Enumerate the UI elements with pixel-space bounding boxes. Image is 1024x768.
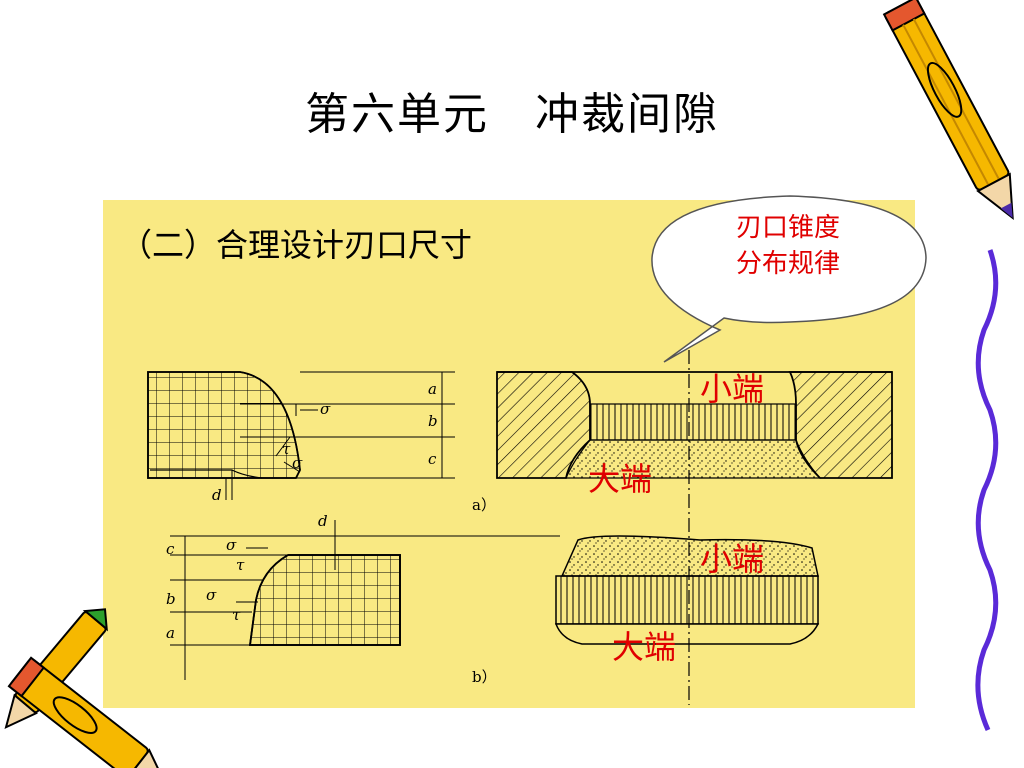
fig-b-caption: b） — [472, 668, 497, 686]
tau-label-a: τ — [282, 440, 291, 458]
fig-a-grid-block — [147, 371, 301, 479]
sigma-label-a2: σ — [292, 454, 303, 472]
fig-a-left-annotations — [225, 371, 455, 500]
dim-d-label-b: d — [318, 512, 328, 530]
fig-b-grid-block — [248, 554, 401, 646]
slide-title: 第六单元 冲裁间隙 — [305, 89, 719, 140]
dim-a-label: a — [428, 380, 437, 398]
fig-b-left-annotations — [170, 520, 560, 680]
fig-b-big-end-label: 大端 — [612, 628, 677, 666]
section-subtitle: （二）合理设计刃口尺寸 — [120, 226, 473, 264]
tau-label-b1: τ — [236, 556, 245, 574]
dim-b-label: b — [428, 412, 438, 430]
callout-bubble — [651, 195, 927, 363]
wavy-border — [975, 249, 999, 732]
dim-a-label-b: a — [166, 624, 175, 642]
fig-a-die-section — [496, 371, 893, 479]
fig-b-small-end-label: 小端 — [700, 540, 765, 578]
callout-text: 刃口锥度 分布规律 — [693, 210, 883, 282]
dim-d-label-a: d — [212, 486, 222, 504]
fig-b-slug-section — [554, 535, 820, 645]
fig-a-small-end-label: 小端 — [700, 370, 765, 408]
sigma-label-b2: σ — [206, 586, 217, 604]
dim-b-label-b: b — [166, 590, 176, 608]
pencil-icon — [882, 0, 1014, 221]
tau-label-b2: τ — [232, 606, 241, 624]
sigma-label-a1: σ — [320, 400, 331, 418]
callout-line-1: 刃口锥度 — [735, 213, 840, 243]
callout-line-2: 分布规律 — [735, 249, 840, 279]
dim-c-label-b: c — [166, 540, 175, 558]
dim-c-label: c — [428, 450, 437, 468]
fig-a-caption: a） — [472, 496, 496, 514]
fig-a-big-end-label: 大端 — [588, 460, 653, 498]
pencil-icon — [7, 656, 169, 768]
sigma-label-b1: σ — [226, 536, 237, 554]
